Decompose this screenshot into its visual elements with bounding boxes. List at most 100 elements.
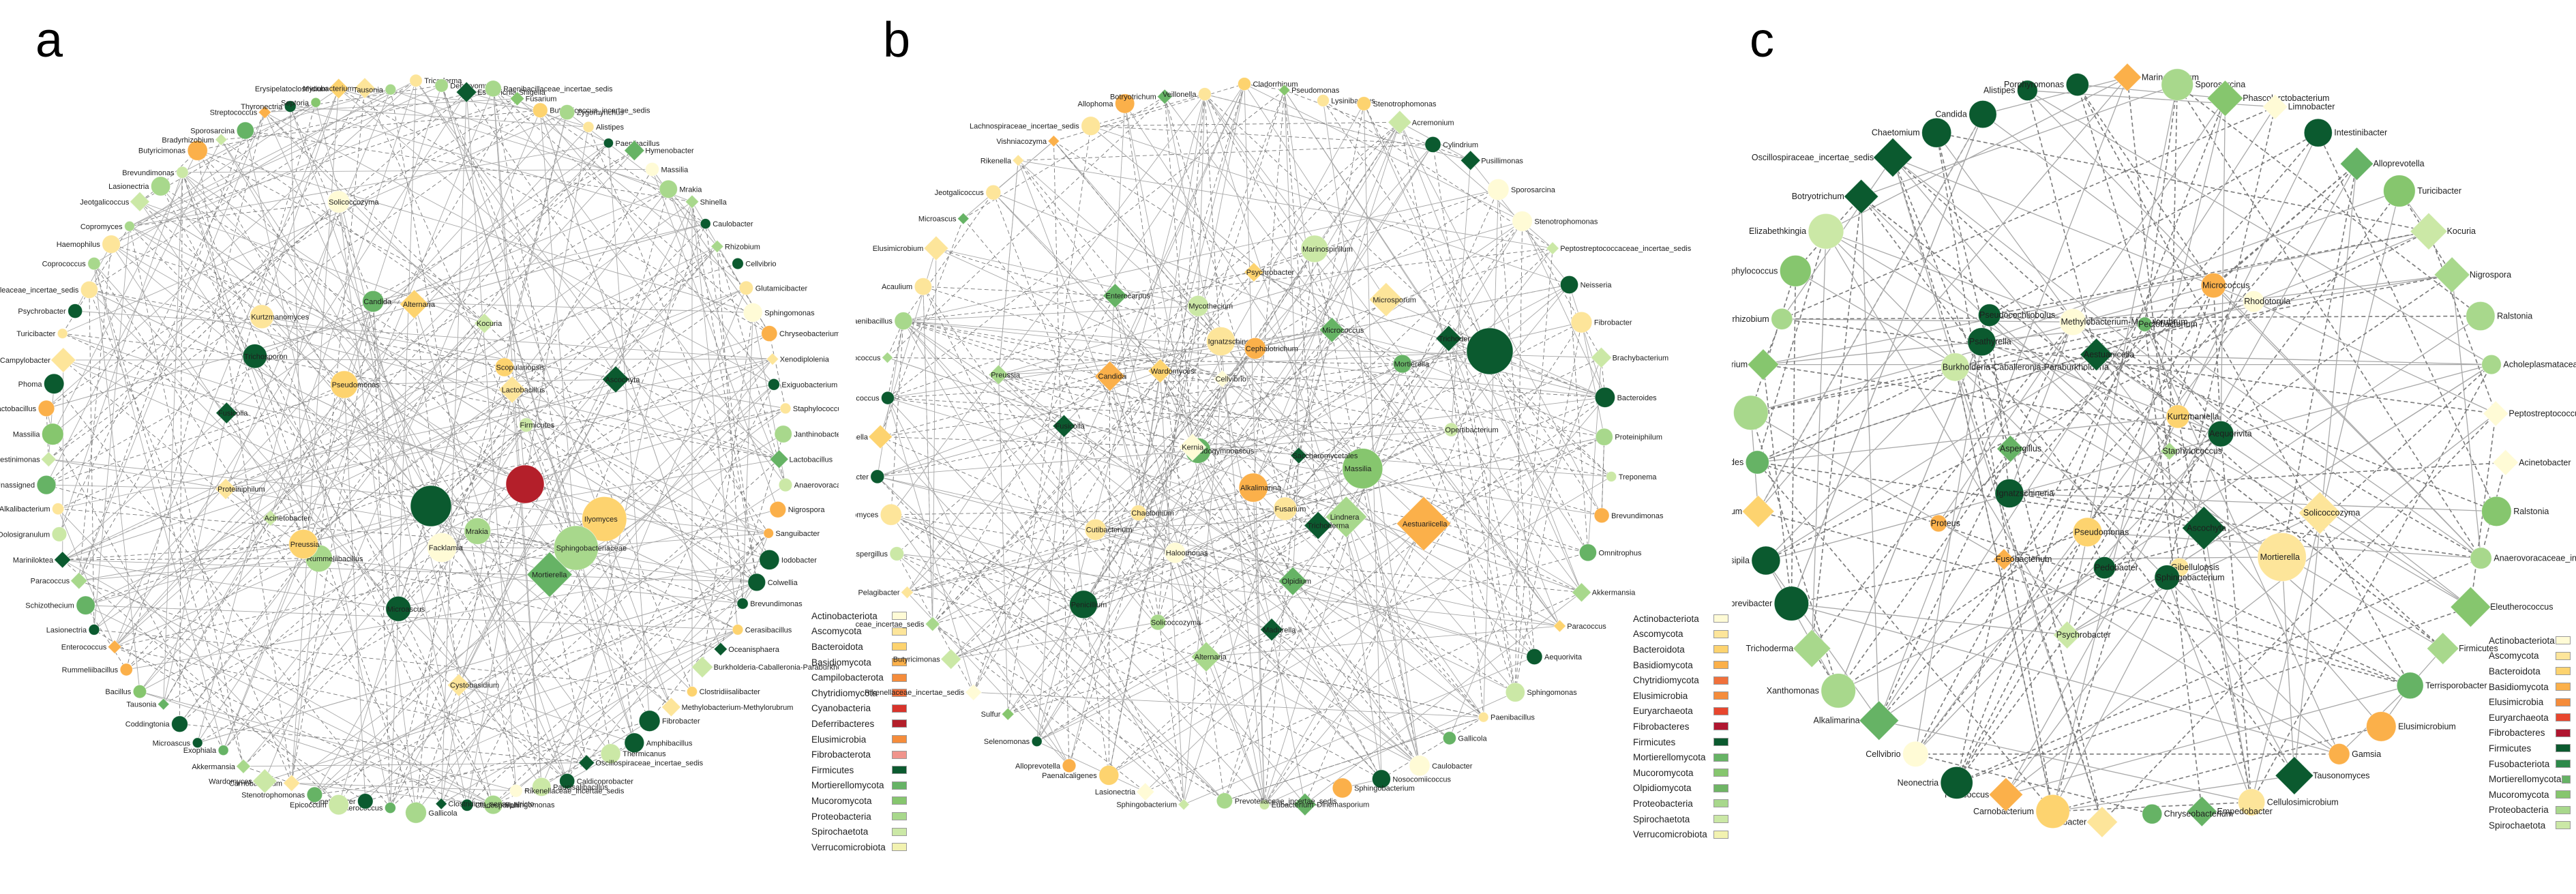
positive-edge xyxy=(539,110,775,385)
node-label: Microsporum xyxy=(1373,296,1416,304)
node-label: Sphingomonas xyxy=(505,801,555,809)
node-label: Iodobacter xyxy=(781,556,817,565)
node-label: Shinella xyxy=(700,198,728,207)
negative-edge xyxy=(264,112,758,583)
negative-edge xyxy=(1157,248,1553,623)
node-label: Elizabethkingia xyxy=(1749,226,1806,236)
network-node xyxy=(578,754,595,771)
positive-edge xyxy=(492,88,526,485)
panel-letter: b xyxy=(883,13,911,68)
negative-edge xyxy=(261,316,494,805)
network-node xyxy=(1148,358,1173,384)
network-node xyxy=(1388,110,1412,135)
positive-edge xyxy=(110,88,339,245)
negative-edge xyxy=(890,514,1382,779)
network-node xyxy=(965,683,983,701)
negative-edge xyxy=(897,553,1343,788)
node-label: Pseudomonas xyxy=(1291,87,1340,95)
node-label: Sporosarcina xyxy=(2196,80,2246,89)
positive-edge xyxy=(1192,447,1420,766)
node-label: Neisseria xyxy=(1581,282,1613,290)
positive-edge xyxy=(1253,488,1265,805)
positive-edge xyxy=(1878,77,2128,721)
positive-edge xyxy=(2027,90,2492,366)
negative-edge xyxy=(1204,93,1612,477)
node-label: Mariniloktea xyxy=(13,556,54,565)
network-node xyxy=(1930,514,1947,533)
node-label: Marinospirillum xyxy=(1302,245,1353,254)
network-node xyxy=(1921,117,1952,148)
node-label: Paracoccus xyxy=(31,578,70,586)
node-label: Psychrobacter xyxy=(1246,269,1295,277)
network-node xyxy=(1442,731,1456,745)
network-node xyxy=(710,239,724,254)
positive-edge xyxy=(880,436,1225,801)
node-label: Treponema xyxy=(1619,473,1658,481)
negative-edge xyxy=(1363,103,1589,553)
node-label: Aestuariicella xyxy=(2084,350,2134,359)
node-label: Staphylococcus xyxy=(1732,266,1778,275)
positive-edge xyxy=(1053,140,1199,306)
positive-edge xyxy=(338,323,485,805)
network-node xyxy=(1278,84,1291,97)
legend-label: Basidiomycota xyxy=(1633,659,1693,670)
positive-edge xyxy=(492,88,542,787)
positive-edge xyxy=(1145,523,1424,792)
legend-swatch xyxy=(1713,738,1728,747)
legend-swatch xyxy=(2556,805,2571,814)
positive-edge xyxy=(1449,357,1602,739)
node-label: Methylobacterium-Methylorubrum xyxy=(2061,317,2188,327)
network-node xyxy=(427,533,458,563)
legend-swatch xyxy=(2556,760,2571,769)
network-node xyxy=(1424,136,1441,153)
node-label: Alternaria xyxy=(1195,653,1227,661)
network-node xyxy=(880,503,902,526)
negative-edge xyxy=(963,96,1165,219)
network-node xyxy=(1062,758,1077,773)
network-node xyxy=(187,140,208,161)
network-node xyxy=(988,364,1009,385)
network-node xyxy=(1103,283,1128,309)
legend-item: Actinobacteriota xyxy=(811,608,907,624)
network-node xyxy=(249,304,274,329)
positive-edge xyxy=(575,548,738,630)
network-node xyxy=(1843,179,1879,214)
node-label: Oscillospiraceae_incertae_sedis xyxy=(1752,153,1874,162)
negative-edge xyxy=(93,629,693,692)
node-label: Lachnospiraceae_incertae_sedis xyxy=(970,123,1079,131)
negative-edge xyxy=(903,321,1602,516)
node-label: Parabacteroides xyxy=(1732,458,1743,467)
positive-edge xyxy=(1164,96,1272,630)
network-node xyxy=(1940,766,1973,799)
network-node xyxy=(192,737,203,749)
network-node xyxy=(410,485,452,527)
negative-edge xyxy=(2101,413,2496,823)
network-node xyxy=(1988,777,2024,812)
positive-edge xyxy=(1878,315,2481,721)
node-label: Chryseobacterium xyxy=(2164,809,2233,819)
negative-edge xyxy=(649,603,743,721)
legend-label: Chytridiomycota xyxy=(811,687,878,698)
node-label: Mortierella xyxy=(2260,552,2300,562)
legend-label: Elusimicrobia xyxy=(1633,690,1688,701)
node-label: Glycomyces xyxy=(856,511,879,520)
positive-edge xyxy=(890,514,1272,630)
negative-edge xyxy=(129,226,635,743)
legend-item: Campilobacterota xyxy=(811,670,907,685)
positive-edge xyxy=(1244,83,1387,300)
node-label: Mrakia xyxy=(466,528,489,536)
negative-edge xyxy=(78,130,246,581)
positive-edge xyxy=(2005,577,2168,795)
legend-swatch xyxy=(1713,676,1728,685)
positive-edge xyxy=(1095,529,1420,766)
legend-label: Bacteroidota xyxy=(811,641,863,652)
negative-edge xyxy=(1756,462,2054,812)
network-node xyxy=(900,586,914,599)
node-label: Coddingtonia xyxy=(125,721,170,729)
node-label: Firmicutes xyxy=(520,421,555,430)
positive-edge xyxy=(1160,370,1184,805)
positive-edge xyxy=(2052,775,2294,812)
positive-edge xyxy=(415,359,773,814)
node-label: Micrococcus xyxy=(1322,327,1364,335)
